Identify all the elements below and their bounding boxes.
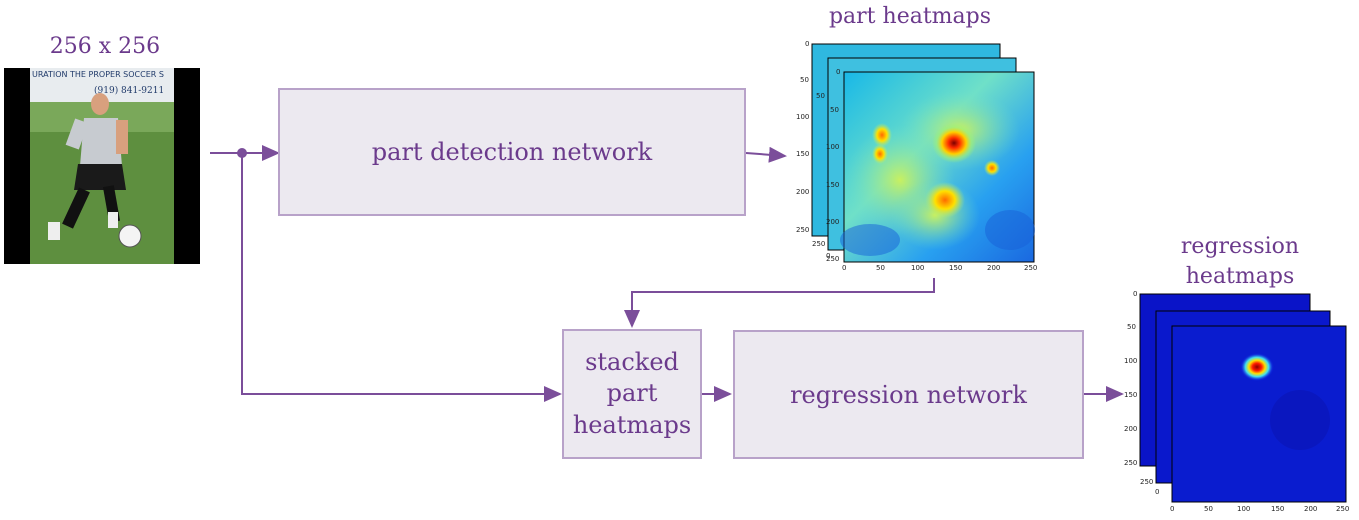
- reg-x-tick-4: 200: [1304, 505, 1318, 513]
- part-back-y-tick-1: 50: [800, 76, 809, 84]
- regression-network-box: regression network: [733, 330, 1084, 459]
- part-mid-x-tick-0: 0: [826, 252, 831, 260]
- regression-network-label: regression network: [790, 380, 1027, 409]
- reg-y-tick-2: 100: [1124, 357, 1138, 365]
- part-x-tick-2: 100: [911, 264, 925, 272]
- input-image: URATION THE PROPER SOCCER S (919) 841-92…: [4, 68, 200, 264]
- soccer-player-photo: URATION THE PROPER SOCCER S (919) 841-92…: [30, 68, 174, 264]
- part-back-y-tick-4: 200: [796, 188, 810, 196]
- reg-x-tick-2: 100: [1237, 505, 1251, 513]
- part-back-y-tick-5: 250: [796, 226, 810, 234]
- reg-x-tick-3: 150: [1271, 505, 1285, 513]
- reg-mid-x-tick-0: 0: [1155, 488, 1160, 496]
- part-y-tick-5: 250: [826, 255, 840, 263]
- part-back-y-tick-0: 0: [805, 40, 810, 48]
- part-heatmaps-title: part heatmaps: [828, 4, 992, 29]
- part-y-tick-3: 150: [826, 181, 840, 189]
- reg-y-tick-1: 50: [1127, 323, 1136, 331]
- stacked-part-heatmaps-box: stacked part heatmaps: [562, 329, 702, 459]
- reg-x-tick-5: 250: [1336, 505, 1350, 513]
- part-detection-network-label: part detection network: [371, 138, 653, 166]
- banner-text: URATION THE PROPER SOCCER S: [32, 70, 164, 79]
- part-y-tick-4: 200: [826, 218, 840, 226]
- reg-y-tick-5: 250: [1124, 459, 1138, 467]
- input-to-stacked-arrow: [241, 153, 562, 402]
- regression-heatmap-front: [1171, 325, 1347, 503]
- detection-to-heatmaps-arrow: [745, 146, 787, 163]
- part-y-tick-2: 100: [826, 143, 840, 151]
- input-size-label: 256 x 256: [49, 34, 161, 59]
- reg-x-tick-0: 0: [1170, 505, 1175, 513]
- stacked-label-line3: heatmaps: [572, 410, 692, 439]
- regression-title-line2: heatmaps: [1185, 263, 1295, 289]
- part-x-tick-0: 0: [842, 264, 847, 272]
- part-detection-network-box: part detection network: [278, 88, 746, 216]
- part-back-y-tick-3: 150: [796, 150, 810, 158]
- part-y-tick-0: 0: [836, 68, 841, 76]
- part-x-tick-5: 250: [1024, 264, 1038, 272]
- stacked-label-line2: part: [606, 379, 658, 408]
- regression-title-line1: regression: [1180, 234, 1300, 259]
- reg-y-tick-4: 200: [1124, 425, 1138, 433]
- reg-x-tick-1: 50: [1204, 505, 1213, 513]
- part-heatmap-front: [840, 71, 1035, 263]
- part-x-tick-4: 200: [987, 264, 1001, 272]
- part-back-x-tick-5: 250: [812, 240, 826, 248]
- part-x-tick-3: 150: [949, 264, 963, 272]
- reg-mid-x-tick-5: 250: [1140, 478, 1154, 486]
- part-x-tick-1: 50: [876, 264, 885, 272]
- part-y-tick-1: 50: [830, 106, 839, 114]
- part-mid-y-tick-1: 50: [816, 92, 825, 100]
- phone-text: (919) 841-9211: [94, 85, 164, 96]
- reg-y-tick-3: 150: [1124, 391, 1138, 399]
- regression-heatmaps-title: regression heatmaps: [1150, 232, 1330, 291]
- stacked-label-line1: stacked: [585, 348, 679, 377]
- part-back-y-tick-2: 100: [796, 113, 810, 121]
- heatmaps-to-stacked-arrow: [624, 278, 935, 328]
- reg-y-tick-0: 0: [1133, 290, 1138, 298]
